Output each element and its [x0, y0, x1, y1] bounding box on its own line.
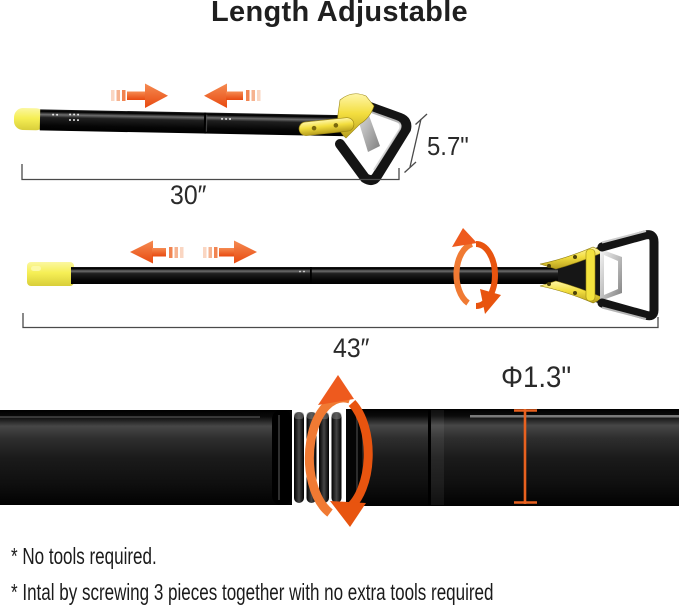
diameter-label: Φ1.3" [501, 361, 572, 394]
note-install: * Intal by screwing 3 pieces together wi… [11, 579, 494, 605]
handle-height-label: 5.7" [427, 131, 469, 161]
extended-handle-graphic [539, 230, 659, 321]
length-label-collapsed: 30″ [170, 180, 207, 210]
expand-arrows-icon [130, 240, 257, 264]
collapsed-pole-graphic [13, 108, 349, 137]
extended-pole-figure [22, 228, 659, 329]
closeup-pole-graphic [0, 409, 679, 506]
diameter-dimension [514, 409, 537, 504]
joint-closeup-figure [0, 375, 679, 527]
note-no-tools: * No tools required. [11, 543, 157, 569]
rotate-arrow-large-icon [304, 375, 373, 527]
collapsed-handle-graphic [298, 93, 412, 186]
collapsed-pole-figure [13, 83, 428, 186]
height-dimension-57 [404, 113, 428, 173]
length-dimension-30 [21, 164, 400, 181]
length-dimension-43 [22, 313, 659, 329]
rotate-arrow-icon [452, 228, 501, 314]
extended-pole-graphic [27, 262, 563, 286]
page-title: Length Adjustable [211, 0, 468, 28]
length-label-extended: 43″ [333, 333, 370, 363]
compress-arrows-icon [111, 83, 261, 108]
